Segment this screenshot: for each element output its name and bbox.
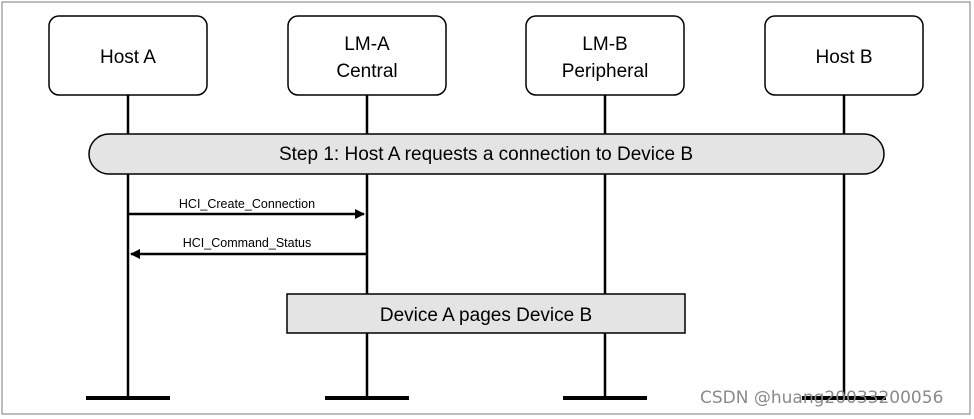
entity-lm-a: LM-A Central (287, 15, 447, 96)
entity-host-b: Host B (764, 15, 924, 96)
step-banner-text: Step 1: Host A requests a connection to … (279, 144, 693, 165)
message-hci-create-connection: HCI_Create_Connection (128, 197, 365, 219)
entity-label-host-b: Host B (815, 47, 872, 68)
step-banner: Step 1: Host A requests a connection to … (88, 133, 885, 175)
procedure-box-text: Device A pages Device B (380, 305, 592, 326)
entity-lm-b: LM-B Peripheral (525, 15, 685, 96)
entity-label-lm-b-line2: Peripheral (562, 61, 649, 82)
entity-label-lm-a-line1: LM-A (344, 34, 390, 55)
step-banner-box (88, 133, 885, 175)
entity-label-host-a: Host A (100, 47, 156, 68)
entity-box-lm-a (287, 15, 447, 96)
entity-label-lm-a-line2: Central (336, 61, 397, 82)
message-label-hci-command-status: HCI_Command_Status (183, 236, 312, 250)
message-hci-command-status: HCI_Command_Status (130, 236, 367, 259)
csdn-watermark: CSDN @huang20033200056 (700, 388, 944, 408)
entity-box-lm-b (525, 15, 685, 96)
entity-box-host-a (48, 15, 208, 96)
message-label-hci-create-connection: HCI_Create_Connection (179, 197, 315, 211)
procedure-box-rect (286, 293, 686, 334)
entity-host-a: Host A (48, 15, 208, 96)
entity-label-lm-b-line1: LM-B (582, 34, 627, 55)
procedure-box: Device A pages Device B (286, 293, 686, 334)
entity-box-host-b (764, 15, 924, 96)
